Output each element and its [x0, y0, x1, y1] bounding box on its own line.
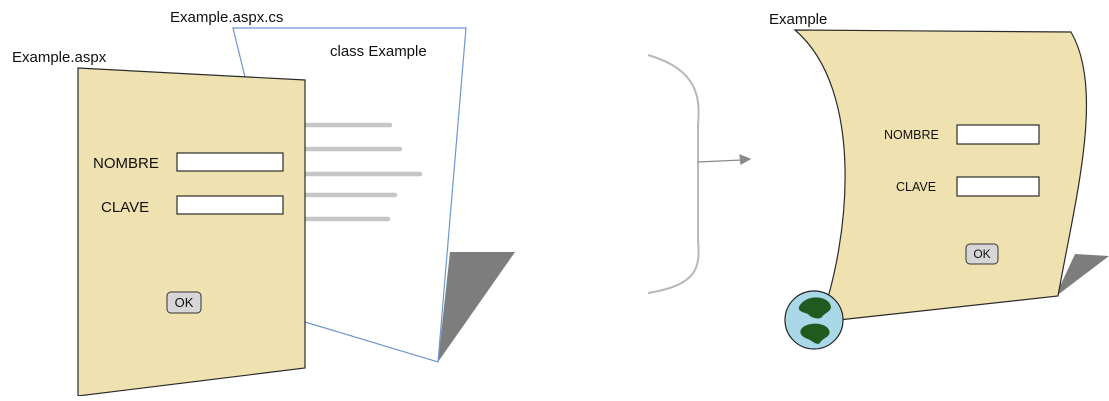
result-title: Example: [769, 11, 827, 28]
name-field[interactable]: [176, 152, 284, 172]
arrow-shaft: [697, 159, 743, 163]
result-page: NOMBRE CLAVE OK: [793, 29, 1109, 323]
markup-page: NOMBRE CLAVE OK: [77, 67, 306, 397]
ok-button[interactable]: [166, 291, 202, 314]
code-behind-file-label: Example.aspx.cs: [170, 9, 283, 26]
key-field[interactable]: [176, 195, 284, 215]
markup-paper: [77, 67, 306, 397]
code-lines: [302, 122, 423, 222]
class-label: class Example: [330, 43, 427, 60]
result-key-field[interactable]: [956, 176, 1040, 197]
sheet-fold-shadow: [438, 252, 515, 362]
key-label: CLAVE: [101, 199, 149, 216]
result-paper: [793, 29, 1088, 323]
globe-land-south: [800, 323, 830, 344]
result-name-field[interactable]: [956, 124, 1040, 145]
ok-button-label: OK: [175, 295, 194, 310]
result-key-label: CLAVE: [896, 180, 936, 194]
result-ok-button-label: OK: [973, 247, 990, 261]
globe-land-north: [798, 297, 831, 319]
result-fold-shadow: [1055, 254, 1109, 297]
result-name-label: NOMBRE: [884, 128, 939, 142]
grouping-brace: [647, 54, 700, 294]
result-ok-button[interactable]: [965, 243, 999, 265]
markup-file-label: Example.aspx: [12, 49, 107, 66]
name-label: NOMBRE: [93, 155, 159, 172]
globe-icon: [784, 290, 844, 350]
arrow-head-icon: [739, 154, 752, 165]
